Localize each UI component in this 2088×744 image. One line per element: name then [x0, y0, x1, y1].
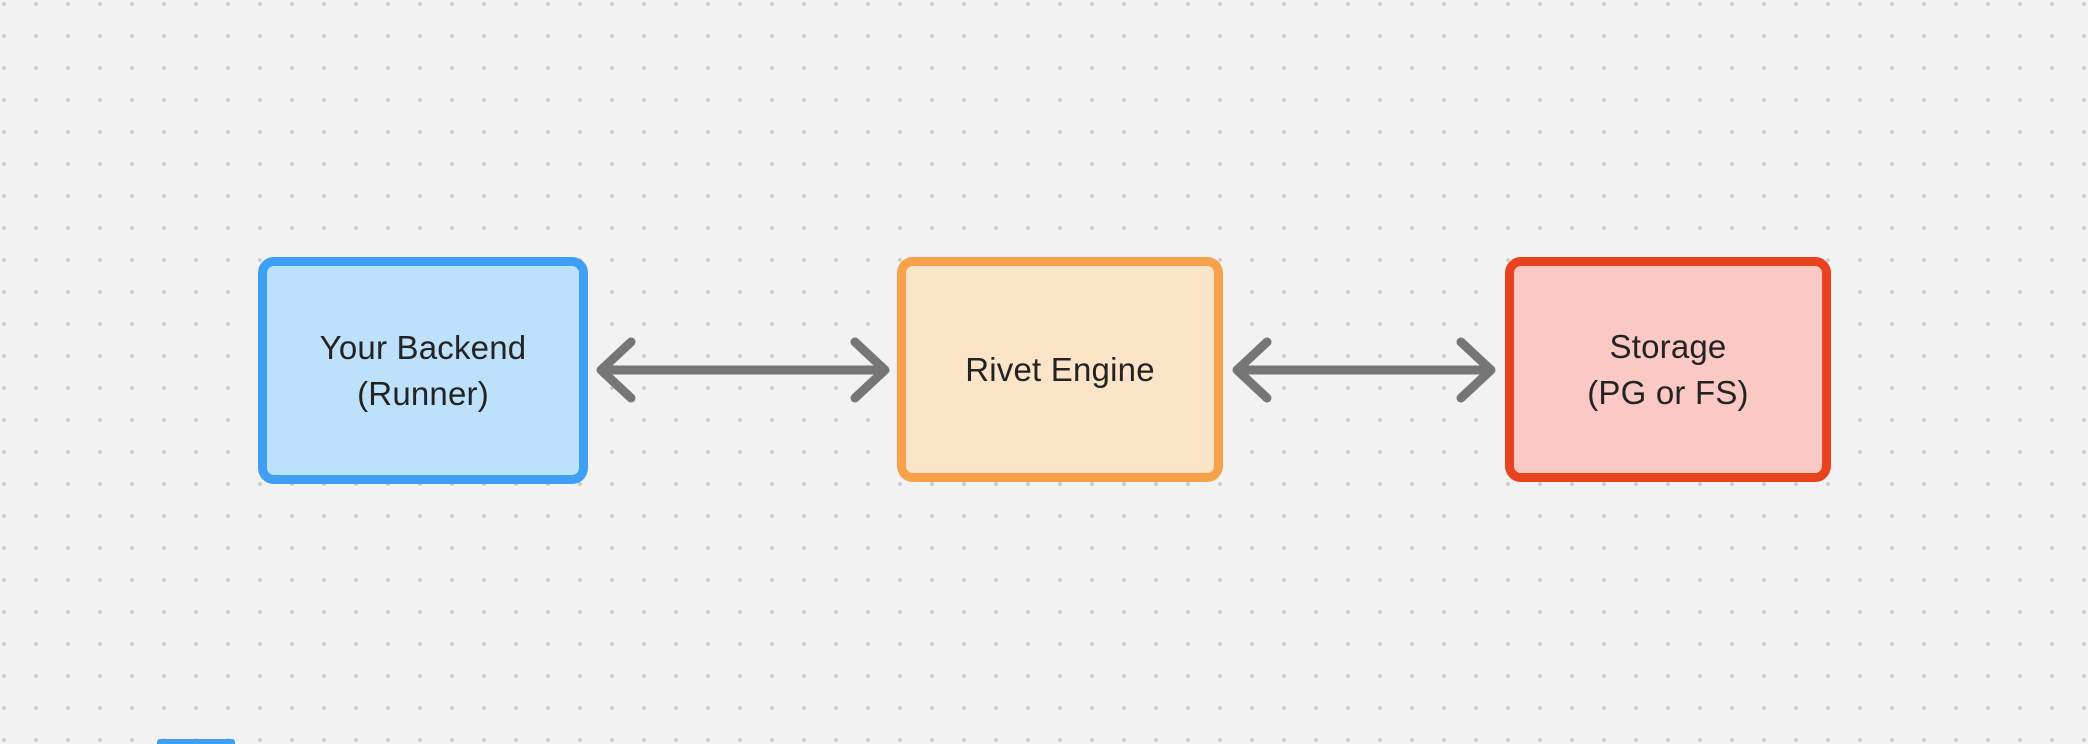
arrowhead-right-icon [850, 337, 890, 403]
node-label-line: (PG or FS) [1587, 373, 1749, 411]
node-your-backend[interactable]: Your Backend (Runner) [258, 257, 588, 484]
bidirectional-arrow-backend-engine[interactable] [593, 326, 893, 414]
node-label-line: Your Backend [319, 328, 527, 366]
arrowhead-left-icon [1232, 337, 1272, 403]
partial-node-bottom-left[interactable] [157, 739, 235, 744]
node-storage[interactable]: Storage (PG or FS) [1505, 257, 1831, 482]
bidirectional-arrow-engine-storage[interactable] [1229, 326, 1499, 414]
arrowhead-left-icon [596, 337, 636, 403]
node-label-line: Storage [1609, 327, 1727, 365]
node-label-line: Rivet Engine [965, 350, 1155, 388]
node-label-line: (Runner) [357, 374, 489, 412]
arrowhead-right-icon [1456, 337, 1496, 403]
node-rivet-engine[interactable]: Rivet Engine [897, 257, 1223, 482]
